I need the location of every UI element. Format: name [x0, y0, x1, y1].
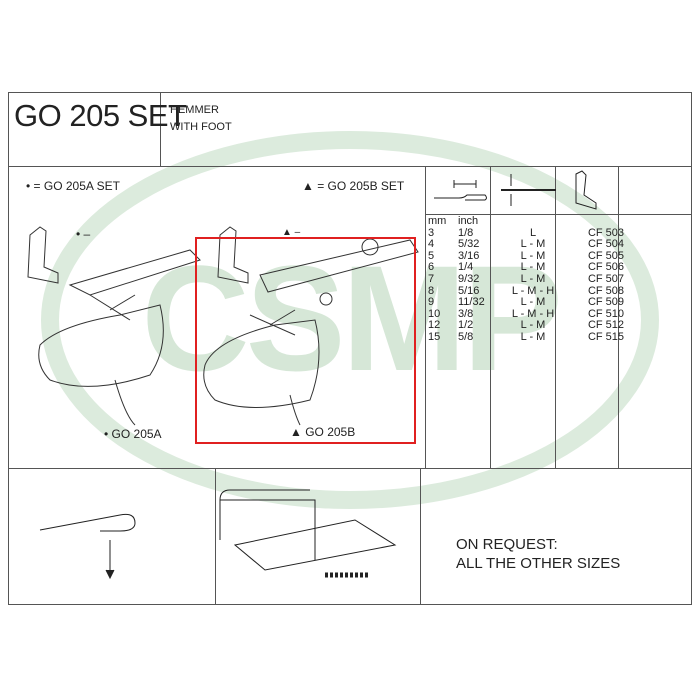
cell-type: L - M — [520, 261, 546, 274]
cell-inch: 9/32 — [458, 272, 480, 285]
cell-mm: 3 — [428, 226, 435, 239]
fabric-thickness-icon — [501, 174, 556, 206]
presser-foot-icon — [575, 170, 597, 210]
table-row: 3 1/8 L CF 503 — [428, 226, 644, 240]
cell-code: CF 504 — [587, 238, 625, 251]
cell-type: L - M — [520, 330, 546, 343]
table-header-row: mm inch — [428, 215, 644, 228]
sewing-machine-drawing — [219, 489, 397, 578]
cell-type: L - M - H — [511, 284, 555, 297]
legend-go205b: ▲ = GO 205B SET — [302, 179, 405, 193]
cell-mm: 10 — [428, 307, 441, 320]
cell-mm: 6 — [428, 261, 435, 274]
cell-mm: 8 — [428, 284, 435, 297]
cell-inch: 11/32 — [458, 296, 485, 309]
hem-fold-diagram — [39, 513, 136, 580]
cell-code: CF 512 — [587, 319, 625, 332]
table-row: 5 3/16 L - M CF 505 — [428, 249, 644, 263]
table-row: 9 11/32 L - M CF 509 — [428, 297, 644, 309]
header-inch: inch — [458, 215, 479, 227]
hem-width-icon — [434, 180, 487, 201]
table-row: 6 1/4 L - M CF 506 — [428, 262, 644, 274]
cell-type: L - M — [520, 319, 546, 332]
cell-code: CF 506 — [587, 261, 625, 274]
cell-mm: 5 — [428, 249, 435, 262]
hemmer-illustrations — [27, 226, 419, 426]
table-row: 15 5/8 L - M CF 515 — [428, 330, 644, 344]
svg-text:CSMP: CSMP — [141, 234, 558, 402]
figure-label-go205a: • GO 205A — [104, 427, 162, 441]
cell-code: CF 508 — [587, 284, 625, 297]
cell-code: CF 515 — [587, 330, 625, 343]
table-row: 12 1/2 L - M CF 512 — [428, 320, 644, 332]
cell-inch: 5/16 — [458, 284, 480, 297]
cell-mm: 9 — [428, 296, 435, 309]
on-request-note: ON REQUEST: ALL THE OTHER SIZES — [456, 535, 620, 573]
cell-inch: 3/16 — [458, 249, 480, 262]
figure-label-go205b: ▲ GO 205B — [290, 425, 356, 439]
table-row: 8 5/16 L - M - H CF 508 — [428, 284, 644, 298]
cell-code: CF 510 — [587, 307, 625, 320]
cell-type: L - M - H — [511, 307, 555, 320]
cell-code: CF 505 — [587, 249, 625, 262]
cell-type: L - M — [520, 249, 546, 262]
table-header-icons — [434, 170, 597, 210]
cell-type: L — [529, 226, 537, 239]
cell-inch: 5/8 — [458, 330, 474, 343]
cell-code: CF 507 — [587, 272, 625, 285]
table-row: 10 3/8 L - M - H CF 510 — [428, 307, 644, 321]
cell-mm: 15 — [428, 330, 441, 343]
cell-mm: 12 — [428, 319, 441, 332]
on-request-line1: ON REQUEST: — [456, 536, 558, 553]
cell-type: L - M — [520, 238, 546, 251]
table-row: 7 9/32 L - M CF 507 — [428, 272, 644, 286]
go205b-highlight-box — [195, 237, 416, 444]
bottom-illustrations — [39, 489, 397, 580]
legend-go205a: • = GO 205A SET — [26, 179, 120, 193]
cell-inch: 3/8 — [458, 307, 474, 320]
size-table: mm inch 3 1/8 L CF 503 4 5/32 L - M CF 504 5 3/16… — [428, 215, 644, 344]
mark-b: ▲ – — [282, 227, 301, 238]
table-row: 4 5/32 L - M CF 504 — [428, 239, 644, 251]
cell-code: CF 509 — [587, 296, 625, 309]
cell-inch: 1/8 — [458, 226, 474, 239]
cell-type: L - M — [520, 296, 546, 309]
product-title: GO 205 SET — [14, 98, 187, 133]
cell-mm: 7 — [428, 272, 435, 285]
cell-code: CF 503 — [587, 226, 625, 239]
cell-inch: 5/32 — [458, 238, 480, 251]
cell-inch: 1/2 — [458, 319, 474, 332]
cell-inch: 1/4 — [458, 261, 474, 274]
cell-mm: 4 — [428, 238, 435, 251]
subtitle-with-foot: WITH FOOT — [170, 121, 232, 133]
header-mm: mm — [428, 215, 447, 227]
on-request-line2: ALL THE OTHER SIZES — [456, 555, 621, 572]
hemmer-a-drawing — [27, 226, 201, 426]
hemmer-b-drawing — [203, 226, 419, 426]
subtitle-hemmer: HEMMER — [170, 104, 219, 116]
cell-type: L - M — [520, 272, 546, 285]
mark-a: • – — [76, 227, 91, 241]
